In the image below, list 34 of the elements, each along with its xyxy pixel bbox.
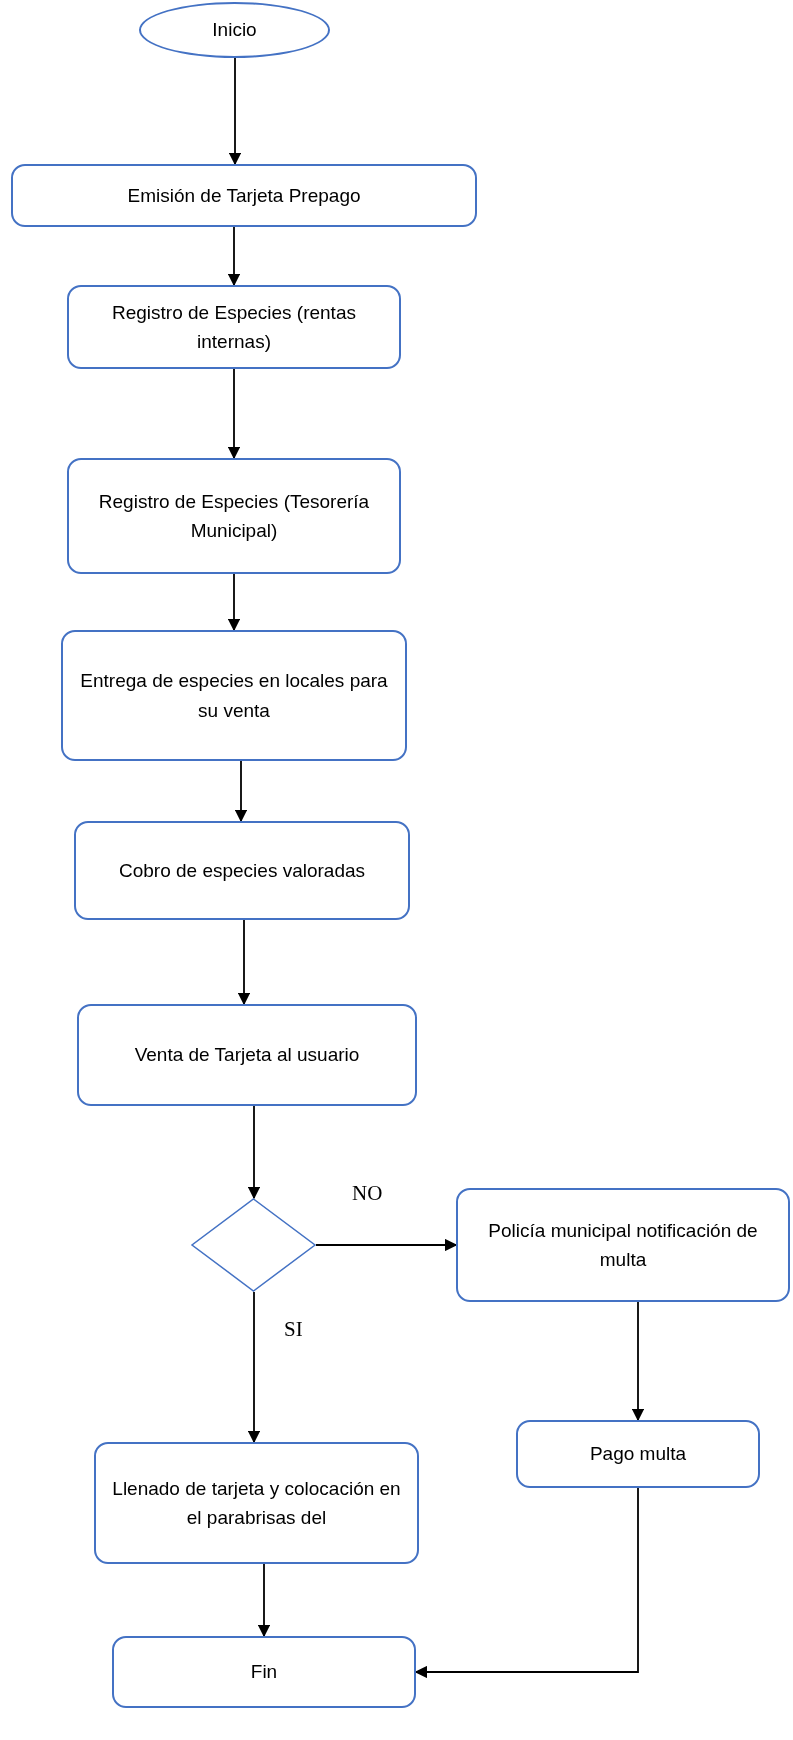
arrow <box>414 1487 639 1679</box>
process-box <box>112 1636 416 1708</box>
process-box <box>456 1188 790 1302</box>
arrow <box>247 1105 261 1200</box>
arrow <box>257 1563 271 1638</box>
decision-diamond <box>191 1198 316 1292</box>
process-box <box>67 458 401 574</box>
arrow <box>228 57 242 166</box>
process-box <box>516 1420 760 1488</box>
node-label: Pago multa <box>588 1442 688 1467</box>
node-label: Llenado de tarjeta y colocación en el parabrisas del <box>111 1476 402 1530</box>
process-box <box>67 285 401 369</box>
node-label: Policía municipal notificación de multa <box>487 1218 759 1272</box>
node-label: Venta de Tarjeta al usuario <box>133 1043 361 1068</box>
node-label: Entrega de especies en locales para su venta <box>79 669 389 723</box>
node-label: Registro de Especies (Tesorería Municipal) <box>97 489 371 543</box>
arrow <box>227 226 241 287</box>
process-box <box>77 1004 417 1106</box>
node-label: Fin <box>249 1660 279 1685</box>
process-box <box>74 821 410 920</box>
node-label: Registro de Especies (rentas internas) <box>111 300 357 354</box>
node-label: Emisión de Tarjeta Prepago <box>126 183 362 208</box>
arrow <box>237 919 251 1006</box>
arrow <box>631 1301 645 1422</box>
process-box <box>94 1442 419 1564</box>
node-label: Cobro de especies valoradas <box>117 858 367 883</box>
node-label: Inicio <box>211 18 258 43</box>
arrow <box>247 1291 261 1444</box>
arrow <box>234 760 248 823</box>
arrow <box>227 368 241 460</box>
arrow <box>227 573 241 632</box>
arrow <box>315 1238 458 1252</box>
process-box <box>61 630 407 761</box>
process-box <box>11 164 477 227</box>
